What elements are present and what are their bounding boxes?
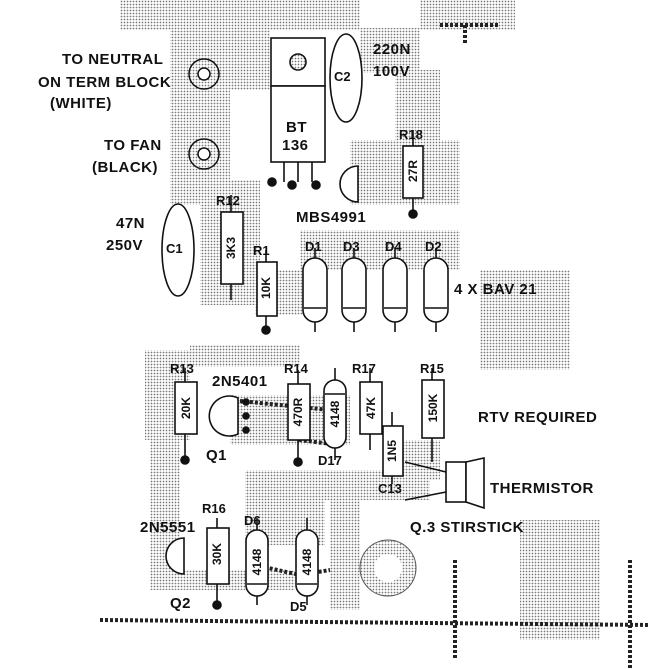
label-to-fan: TO FAN (104, 137, 162, 154)
d6-body: 4148 (250, 548, 264, 576)
q2-ref: Q2 (170, 595, 192, 612)
r12-ref: R12 (216, 193, 240, 208)
diode-d17 (323, 368, 347, 460)
diode-d1 (302, 248, 328, 332)
r17-value: 47K (364, 397, 378, 420)
c1-ref: C1 (166, 241, 183, 256)
resistor-r12 (220, 195, 244, 300)
r14-value: 470R (291, 397, 305, 427)
c13-value: 1N5 (385, 440, 399, 463)
rtv-required-label: RTV REQUIRED (478, 409, 598, 426)
diac-label: MBS4991 (296, 209, 367, 226)
r1-ref: R1 (253, 243, 270, 258)
diode-d3 (341, 248, 367, 332)
r17-ref: R17 (352, 361, 376, 376)
stirstick-label: Q.3 STIRSTICK (410, 519, 525, 536)
triac-label-2: 136 (282, 137, 309, 154)
capacitor-c13 (382, 412, 404, 484)
transistor-q1 (208, 395, 250, 437)
resistor-r13 (174, 368, 198, 465)
c2-value-volt: 100V (373, 63, 411, 80)
resistor-r15 (421, 368, 445, 462)
d2-ref: D2 (425, 239, 442, 254)
diode-d5 (295, 518, 319, 605)
triac-label-1: BT (286, 119, 307, 136)
q1-ref: Q1 (206, 447, 228, 464)
capacitor-c2 (329, 33, 363, 123)
c2-value-cap: 220N (373, 41, 411, 58)
label-white: (WHITE) (50, 95, 112, 112)
thermistor-label: THERMISTOR (490, 480, 594, 497)
r1-value: 10K (259, 277, 273, 300)
d4-ref: D4 (385, 239, 402, 254)
d17-body: 4148 (328, 400, 342, 428)
r18-ref: R18 (399, 127, 423, 142)
mounting-pads (188, 50, 417, 597)
q1-type: 2N5401 (212, 373, 268, 390)
r15-ref: R15 (420, 361, 444, 376)
diode-d2 (423, 248, 449, 332)
d17-ref: D17 (318, 453, 342, 468)
diodes-group-label: 4 X BAV 21 (454, 281, 538, 298)
resistor-r16 (206, 518, 230, 610)
resistor-r14 (287, 370, 311, 467)
c2-ref: C2 (334, 69, 351, 84)
d3-ref: D3 (343, 239, 360, 254)
label-on-term-block: ON TERM BLOCK (38, 74, 172, 91)
resistor-r17 (359, 368, 383, 450)
resistor-r18 (402, 130, 424, 219)
d1-ref: D1 (305, 239, 322, 254)
diode-d4 (382, 248, 408, 332)
label-to-neutral: TO NEUTRAL (62, 51, 164, 68)
c1-value-cap: 47N (116, 215, 146, 232)
r14-ref: R14 (284, 361, 308, 376)
triac-bt136 (267, 37, 326, 190)
label-black: (BLACK) (92, 159, 158, 176)
r18-value: 27R (406, 160, 420, 183)
r13-ref: R13 (170, 361, 194, 376)
r13-value: 20K (179, 397, 193, 420)
transistor-q2 (165, 537, 185, 575)
c1-value-volt: 250V (106, 237, 144, 254)
r15-value: 150K (426, 393, 440, 423)
d5-body: 4148 (300, 548, 314, 576)
r16-ref: R16 (202, 501, 226, 516)
thermistor-probe (404, 457, 485, 510)
d5-ref: D5 (290, 599, 307, 614)
diode-d6 (245, 518, 269, 605)
diac-mbs4991 (339, 165, 359, 203)
resistor-r1 (256, 250, 278, 335)
d6-ref: D6 (244, 513, 261, 528)
c13-ref: C13 (378, 481, 402, 496)
r16-value: 30K (210, 543, 224, 566)
r12-value: 3K3 (224, 237, 238, 260)
q2-type: 2N5551 (140, 519, 196, 536)
capacitor-c1 (161, 203, 195, 297)
